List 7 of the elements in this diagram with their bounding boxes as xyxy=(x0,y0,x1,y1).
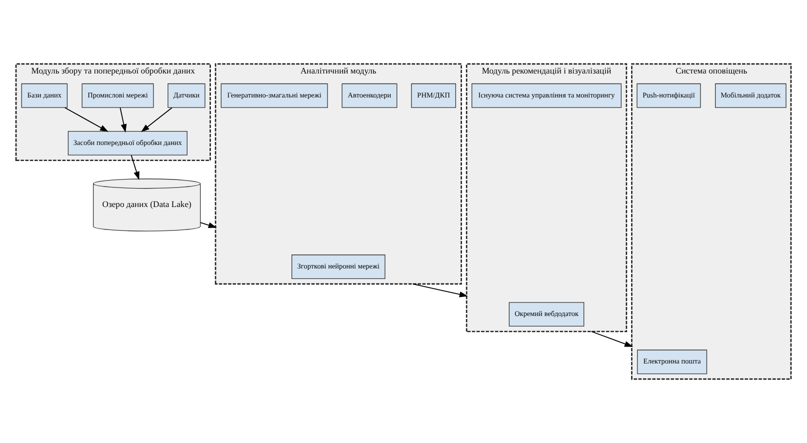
arrow xyxy=(140,107,172,132)
arrow xyxy=(64,107,108,132)
arrow xyxy=(120,107,127,133)
arrow xyxy=(200,222,217,228)
arrow xyxy=(412,283,468,298)
arrow xyxy=(130,154,140,180)
arrow xyxy=(590,331,634,347)
